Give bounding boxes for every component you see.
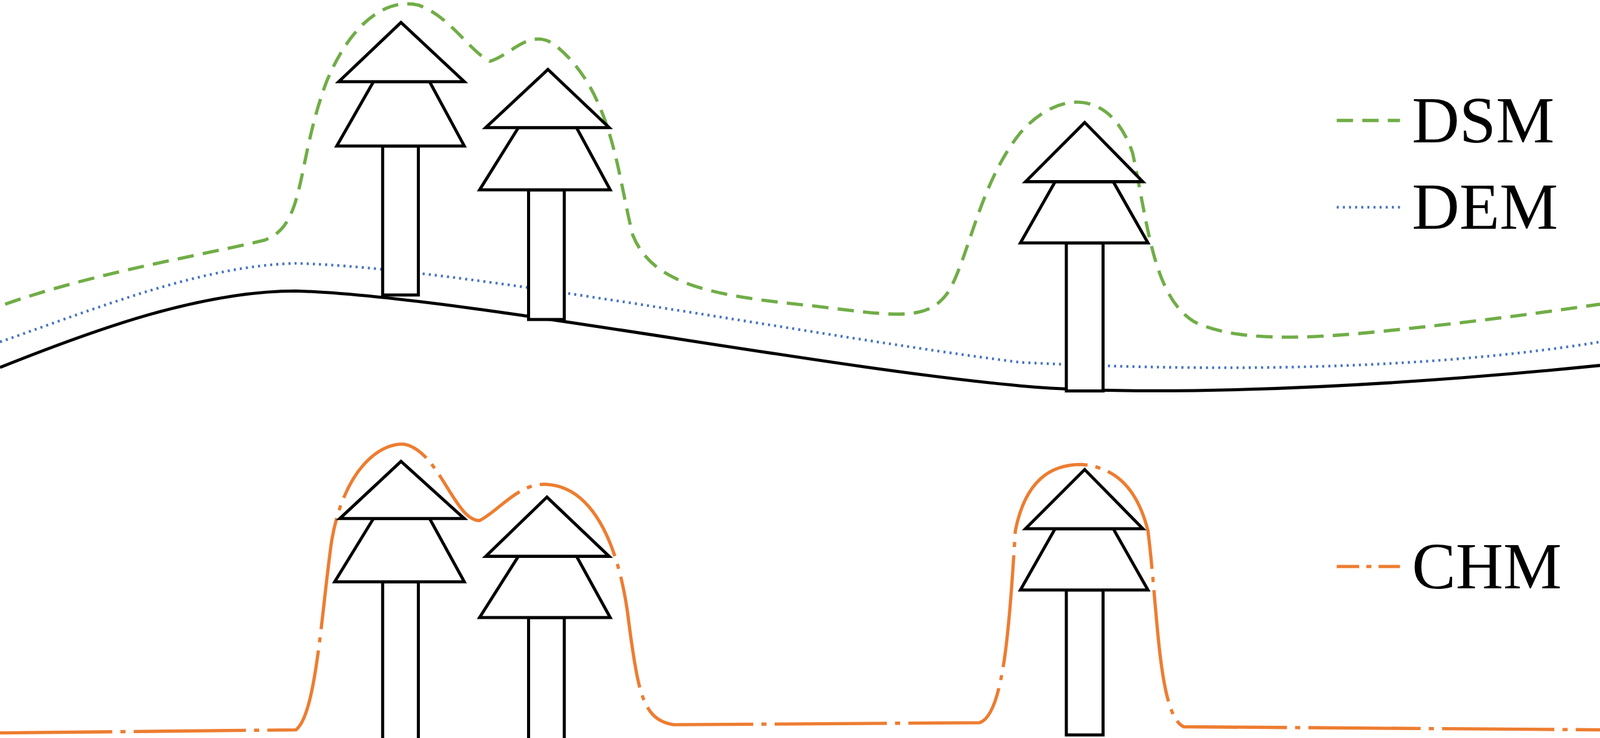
legend-sample-chm (1336, 564, 1400, 568)
tree (336, 22, 465, 296)
legend-sample-dem (1336, 205, 1400, 209)
dem-line (0, 263, 1600, 369)
tree (479, 69, 611, 320)
tree (334, 461, 465, 738)
tree (1020, 122, 1149, 391)
legend-label: DSM (1411, 84, 1555, 158)
legend-sample-dsm (1336, 118, 1400, 122)
chm-line (0, 444, 1600, 734)
tree (479, 497, 611, 738)
tree (1020, 469, 1149, 736)
legend-label: DEM (1411, 171, 1559, 244)
legend-label: CHM (1411, 530, 1562, 604)
dsm-line (4, 3, 1600, 338)
